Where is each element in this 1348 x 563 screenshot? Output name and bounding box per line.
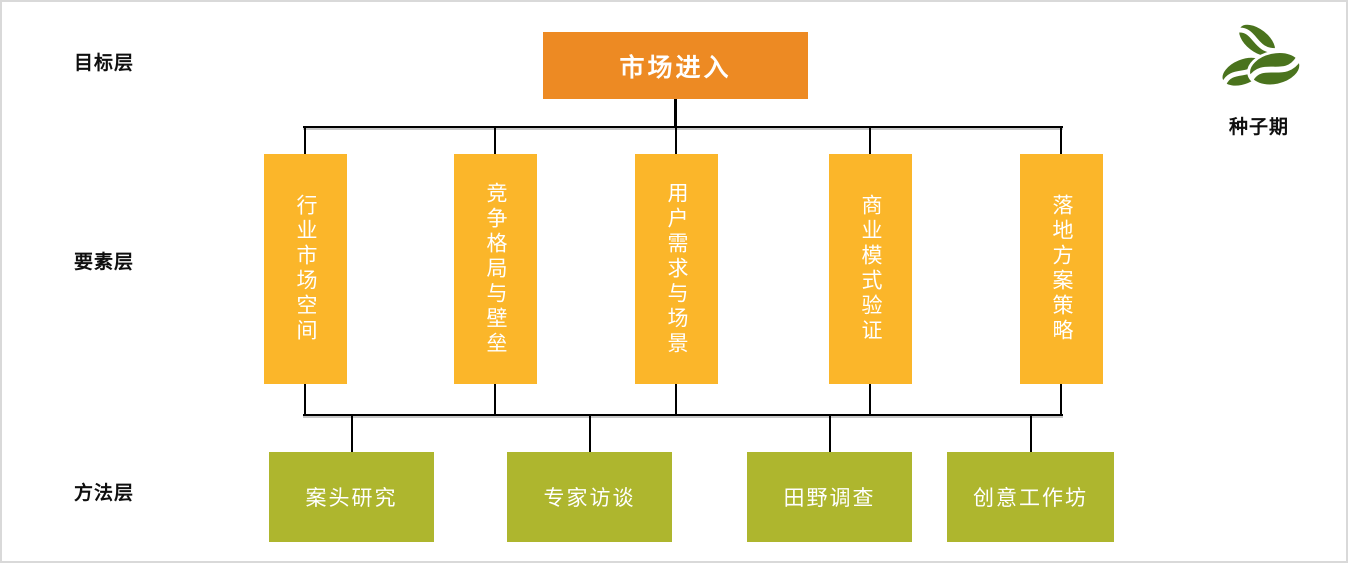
- element-box-competition: 竞争格局与壁垒: [454, 154, 537, 384]
- connector-line: [1060, 384, 1062, 415]
- method-box-desk-research: 案头研究: [269, 452, 434, 542]
- element-box-label: 落地方案策略: [1050, 194, 1074, 344]
- method-box-label: 田野调查: [783, 486, 876, 510]
- element-box-user-needs: 用户需求与场景: [635, 154, 718, 384]
- method-box-label: 创意工作坊: [973, 486, 1088, 510]
- layer-label-method: 方法层: [74, 482, 135, 504]
- stage-label: 种子期: [1228, 116, 1289, 138]
- connector-line: [1060, 128, 1062, 154]
- connector-line: [589, 416, 591, 452]
- element-box-label: 竞争格局与壁垒: [484, 181, 508, 357]
- element-box-label: 用户需求与场景: [665, 181, 689, 357]
- method-box-expert-interviews: 专家访谈: [507, 452, 672, 542]
- layer-label-element: 要素层: [74, 251, 135, 273]
- connector-line: [675, 128, 677, 154]
- method-box-label: 案头研究: [305, 486, 398, 510]
- seeds-icon: [1219, 22, 1303, 89]
- method-box-label: 专家访谈: [543, 486, 636, 510]
- goal-box: 市场进入: [543, 32, 808, 99]
- connector-line: [304, 384, 306, 415]
- connector-line: [494, 128, 496, 154]
- element-box-implementation: 落地方案策略: [1020, 154, 1103, 384]
- connector-line: [869, 128, 871, 154]
- connector-line: [303, 414, 1063, 416]
- connector-line: [674, 99, 677, 128]
- layer-label-goal: 目标层: [74, 52, 135, 74]
- element-box-label: 行业市场空间: [294, 194, 318, 344]
- connector-line: [675, 384, 677, 415]
- element-box-label: 商业模式验证: [859, 194, 883, 344]
- connector-line: [303, 126, 1063, 128]
- connector-line: [494, 384, 496, 415]
- element-box-industry-market: 行业市场空间: [264, 154, 347, 384]
- connector-line: [304, 128, 306, 154]
- connector-line: [1030, 416, 1032, 452]
- element-box-business-model: 商业模式验证: [829, 154, 912, 384]
- method-box-creative-workshop: 创意工作坊: [947, 452, 1114, 542]
- connector-line: [829, 416, 831, 452]
- connector-line: [869, 384, 871, 415]
- connector-line: [351, 416, 353, 452]
- method-box-field-research: 田野调查: [747, 452, 912, 542]
